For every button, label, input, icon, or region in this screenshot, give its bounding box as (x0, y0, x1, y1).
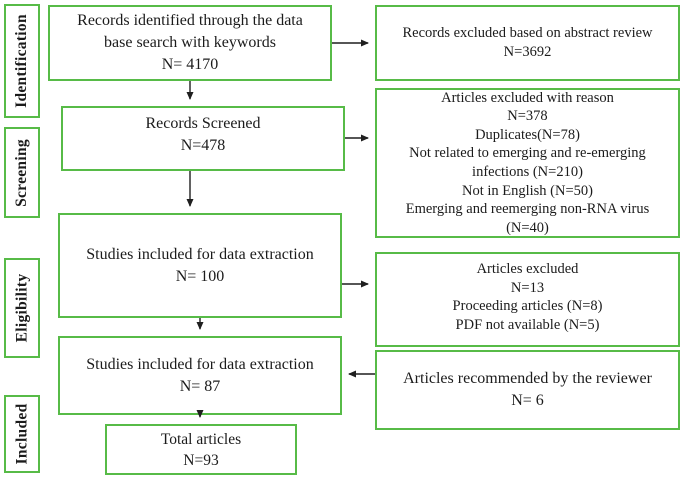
box-total-articles: Total articles N=93 (105, 424, 297, 475)
stage-screening: Screening (4, 127, 40, 218)
box-articles-excluded: Articles excluded N=13 Proceeding articl… (375, 252, 680, 347)
stage-included: Included (4, 395, 40, 473)
stage-identification: Identification (4, 4, 40, 118)
box-articles-excluded-text: Articles excluded N=13 Proceeding articl… (452, 261, 603, 333)
box-records-excluded-abstract-text: Records excluded based on abstract revie… (402, 25, 653, 60)
box-articles-excluded-reason: Articles excluded with reason N=378 Dupl… (375, 88, 680, 238)
box-records-identified-text: Records identified through the data base… (77, 12, 303, 73)
box-total-articles-text: Total articles N=93 (160, 430, 242, 469)
box-records-identified: Records identified through the data base… (48, 5, 332, 81)
stage-identification-label: Identification (13, 14, 31, 108)
box-studies-included-87-text: Studies included for data extraction N= … (86, 355, 314, 395)
box-studies-included-87: Studies included for data extraction N= … (58, 336, 342, 415)
box-records-excluded-abstract: Records excluded based on abstract revie… (375, 5, 680, 81)
box-records-screened-text: Records Screened N=478 (145, 115, 261, 154)
stage-screening-label: Screening (13, 138, 31, 207)
box-articles-recommended-text: Articles recommended by the reviewer N= … (403, 370, 652, 409)
box-studies-included-100-text: Studies included for data extraction N= … (86, 245, 314, 285)
stage-included-label: Included (13, 403, 31, 465)
box-records-screened: Records Screened N=478 (61, 106, 345, 171)
stage-eligibility-label: Eligibility (13, 273, 31, 343)
box-articles-recommended: Articles recommended by the reviewer N= … (375, 350, 680, 430)
box-studies-included-100: Studies included for data extraction N= … (58, 213, 342, 318)
stage-eligibility: Eligibility (4, 258, 40, 358)
box-articles-excluded-reason-text: Articles excluded with reason N=378 Dupl… (405, 89, 650, 236)
